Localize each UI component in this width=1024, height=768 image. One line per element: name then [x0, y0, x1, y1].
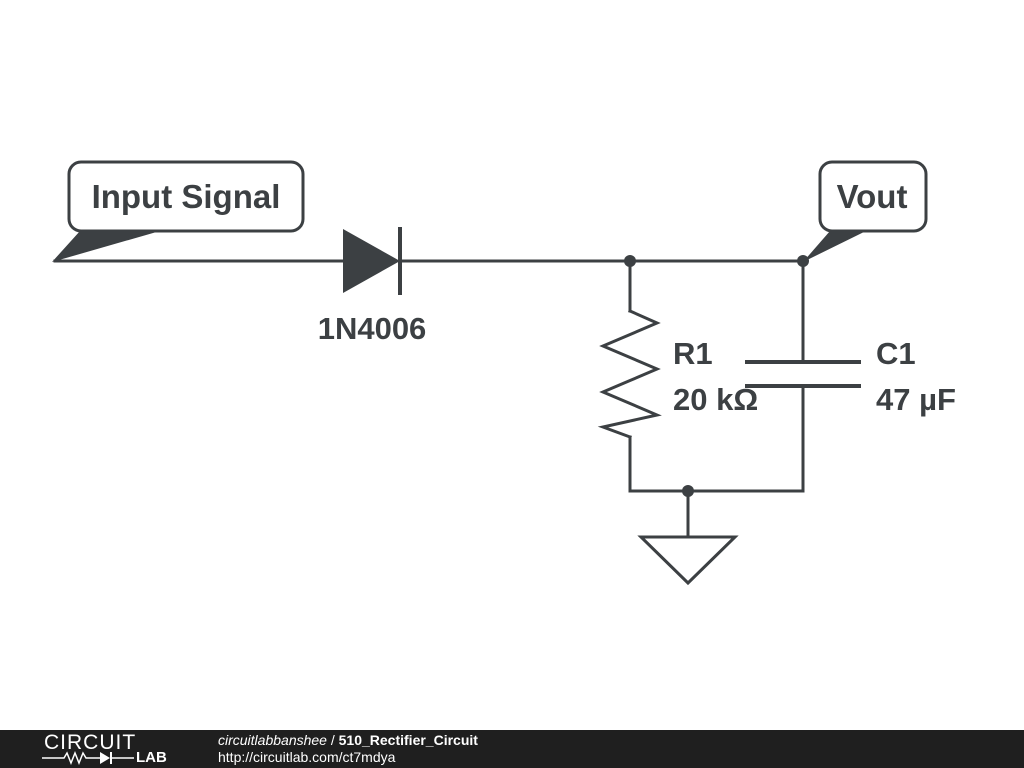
author-link[interactable]: circuitlabbanshee — [218, 732, 327, 748]
diode-part-label: 1N4006 — [318, 311, 427, 346]
footer-bar: CIRCUIT LAB circuitlabbanshee / 510_Rect… — [0, 730, 1024, 768]
vout-label-box — [818, 160, 928, 233]
resistor-diode-logo-icon — [42, 751, 134, 765]
resistor-zigzag — [597, 309, 662, 439]
logo-text-circuit: CIRCUIT — [44, 731, 137, 754]
input-label-box — [67, 160, 305, 233]
junction-dot-r1-top — [624, 255, 636, 267]
vout-port: Vout — [803, 160, 928, 262]
meta-separator: / — [326, 732, 339, 748]
circuitlab-logo[interactable]: CIRCUIT LAB — [40, 732, 180, 766]
meta-title-line: circuitlabbanshee / 510_Rectifier_Circui… — [218, 732, 478, 749]
junction-dot-vout — [797, 255, 809, 267]
schematic-title[interactable]: 510_Rectifier_Circuit — [338, 732, 478, 748]
logo-text-lab: LAB — [136, 749, 167, 766]
input-signal-label: Input Signal — [92, 178, 281, 215]
schematic-meta: circuitlabbanshee / 510_Rectifier_Circui… — [218, 732, 478, 766]
capacitor-value-label: 47 µF — [876, 382, 956, 417]
junction-dot-ground — [682, 485, 694, 497]
diode-triangle — [343, 229, 400, 293]
capacitor-c1: C1 47 µF — [745, 336, 956, 417]
vout-label: Vout — [837, 178, 908, 215]
resistor-name-label: R1 — [673, 336, 713, 371]
capacitor-name-label: C1 — [876, 336, 916, 371]
input-port-pointer — [52, 231, 160, 262]
resistor-value-label: 20 kΩ — [673, 382, 758, 417]
resistor-r1: R1 20 kΩ — [597, 309, 758, 439]
vout-port-pointer — [803, 231, 866, 262]
input-signal-port: Input Signal — [52, 160, 305, 262]
schematic: Input Signal Vout 1N4006 R1 20 kΩ C1 47 … — [52, 160, 956, 586]
diode-1n4006: 1N4006 — [318, 227, 427, 346]
ground-icon — [637, 535, 739, 586]
schematic-url[interactable]: http://circuitlab.com/ct7mdya — [218, 749, 396, 765]
